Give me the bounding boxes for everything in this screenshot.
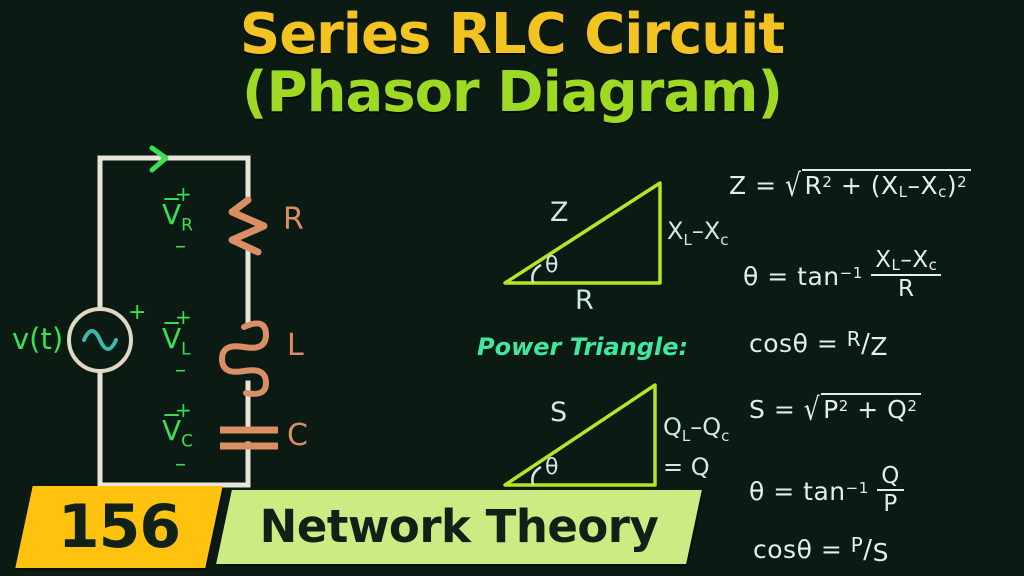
inductor-ref-label: L [287, 328, 304, 363]
equation-power-factor-power: cosθ = P/S [753, 533, 889, 567]
vc-plus-sign: + [175, 398, 192, 422]
resistor-ref-label: R [283, 202, 304, 237]
vr-minus-sign: – [175, 234, 186, 259]
capacitor-icon [220, 426, 278, 450]
resistor-icon [228, 196, 268, 256]
power-triangle-shape [503, 383, 657, 487]
impedance-angle-arc [531, 263, 542, 284]
impedance-triangle-shape [503, 181, 662, 285]
power-triangle-heading: Power Triangle: [477, 333, 689, 361]
impedance-vertical-label: XL–Xc [667, 217, 729, 249]
source-label: v(t) [12, 322, 64, 356]
vc-minus-sign: – [175, 452, 186, 477]
vl-plus-sign: + [175, 305, 192, 329]
page-title-line2: (Phasor Diagram) [241, 60, 783, 126]
lesson-number-badge: 156 [15, 486, 223, 568]
capacitor-ref-label: C [287, 418, 308, 453]
equation-impedance-angle: θ = tan−1 XL–Xc R [743, 247, 942, 302]
vr-label: V̅R [162, 198, 193, 236]
vl-label: V̅L [162, 322, 191, 360]
source-plus-sign: + [128, 300, 147, 325]
title-block: Series RLC Circuit (Phasor Diagram) [0, 2, 1024, 126]
vl-minus-sign: – [175, 358, 186, 383]
power-angle-label: θ [545, 455, 559, 480]
voltage-source-icon [67, 307, 133, 373]
impedance-hypotenuse-label: Z [550, 197, 569, 228]
power-angle-arc [531, 465, 542, 486]
vc-label: V̅C [162, 414, 194, 452]
vr-plus-sign: + [175, 182, 192, 206]
equation-power-factor-impedance: cosθ = R/Z [749, 327, 889, 361]
impedance-base-label: R [575, 285, 594, 316]
circuit-svg [67, 145, 278, 488]
triangles-panel: Z XL–Xc R θ Power Triangle: S QL–Qc = Q … [455, 155, 745, 515]
equation-power-angle: θ = tan−1 Q P [749, 463, 904, 517]
power-vertical-label-line2: = Q [663, 453, 710, 481]
equations-panel: Z = √R2 + (XL–Xc)2 θ = tan−1 XL–Xc R cos… [725, 155, 1024, 570]
impedance-angle-label: θ [545, 253, 559, 278]
equation-impedance-magnitude: Z = √R2 + (XL–Xc)2 [729, 167, 972, 204]
inductor-icon [218, 320, 270, 397]
current-arrow-icon [149, 145, 169, 173]
power-vertical-label: QL–Qc [663, 413, 730, 445]
bottom-banner: 156 Network Theory [0, 480, 1024, 576]
subject-badge: Network Theory [216, 490, 702, 564]
triangles-svg [503, 181, 662, 487]
subject-name: Network Theory [259, 500, 659, 553]
power-hypotenuse-label: S [550, 397, 568, 428]
page-title-line1: Series RLC Circuit [239, 2, 785, 67]
equation-apparent-power: S = √P2 + Q2 [749, 391, 922, 428]
circuit-diagram: v(t) + + V̅R – R + V̅L – L + V̅C – C [0, 140, 330, 520]
lesson-number: 156 [57, 492, 181, 562]
